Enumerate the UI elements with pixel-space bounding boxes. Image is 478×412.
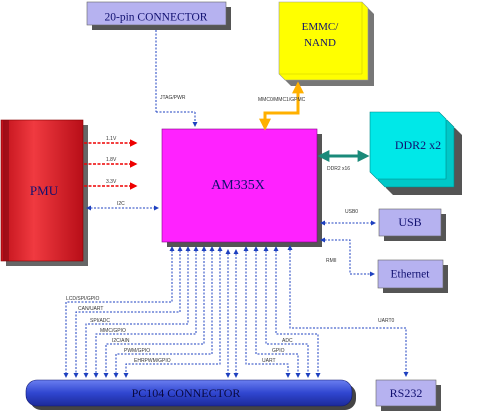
link-ddr: DDR2 x16 — [317, 150, 370, 172]
pmu-rail-3-label: 3.3V — [106, 179, 117, 185]
pc104-label: PC104 CONNECTOR — [132, 386, 241, 400]
link-mmc: MMC0/MMC1/GPMC — [258, 81, 306, 131]
link-jtag-label: JTAG/PWR — [160, 95, 186, 101]
link-ethernet: RMII — [320, 237, 375, 277]
link-mmc-label: MMC0/MMC1/GPMC — [258, 97, 306, 103]
pc104-bus-right-labels: UART GPIO ADC — [262, 338, 293, 364]
connector-20pin-block: 20-pin CONNECTOR — [86, 1, 231, 30]
rs232-label: RS232 — [390, 386, 423, 400]
pc104-block: PC104 CONNECTOR — [25, 379, 356, 410]
bus-label-9: GPIO — [272, 348, 285, 354]
rs232-block: RS232 — [375, 379, 441, 411]
link-ddr-label: DDR2 x16 — [327, 166, 350, 172]
link-usb-label: USB0 — [345, 209, 358, 215]
ddr2-block: DDR2 x2 — [369, 111, 462, 195]
ethernet-block: Ethernet — [377, 259, 448, 293]
link-i2c-label: I2C — [117, 201, 125, 207]
am335x-label: AM335X — [211, 178, 265, 193]
pc104-bus-right — [243, 246, 321, 378]
link-usb: USB0 — [320, 209, 376, 226]
connector-20pin-label: 20-pin CONNECTOR — [105, 12, 208, 24]
bus-label-4: MMC/GPIO — [100, 328, 126, 334]
pc104-bus-left-labels: LCD/SPI/GPIO CAN/UART SPI/ADC MMC/GPIO I… — [66, 296, 171, 364]
emmc-label-line2: NAND — [304, 37, 336, 49]
bus-label-7: EHRPWM/GPIO — [134, 358, 171, 364]
bus-label-8: UART — [262, 358, 276, 364]
pmu-rail-2-label: 1.8V — [106, 157, 117, 163]
usb-block: USB — [378, 208, 446, 241]
bus-label-1: LCD/SPI/GPIO — [66, 296, 99, 302]
link-ethernet-label: RMII — [326, 258, 337, 264]
pmu-label: PMU — [30, 183, 59, 198]
bus-label-6: PWM/GPIO — [124, 348, 150, 354]
ddr2-label: DDR2 x2 — [395, 138, 441, 152]
bus-label-3: SPI/ADC — [90, 318, 110, 324]
pmu-block: PMU — [0, 119, 88, 266]
link-pmu-rails: 1.1V 1.8V 3.3V — [84, 136, 138, 190]
pc104-bus-left — [63, 246, 223, 378]
ethernet-label: Ethernet — [391, 269, 431, 281]
bus-label-2: CAN/UART — [78, 306, 103, 312]
emmc-label-line1: EMMC/ — [302, 21, 340, 33]
link-i2c: I2C — [86, 201, 159, 211]
am335x-block: AM335X — [161, 128, 322, 247]
bus-label-10: ADC — [282, 338, 293, 344]
pmu-rail-1-label: 1.1V — [106, 136, 117, 142]
pc104-bus-center — [225, 249, 239, 378]
link-jtag: JTAG/PWR — [155, 30, 198, 127]
link-uart: UART0 — [287, 245, 409, 377]
bus-label-5: I2C/AIN — [112, 338, 130, 344]
emmc-block: EMMC/ NAND — [278, 1, 374, 86]
usb-label: USB — [398, 215, 421, 229]
link-uart-label: UART0 — [378, 318, 395, 324]
